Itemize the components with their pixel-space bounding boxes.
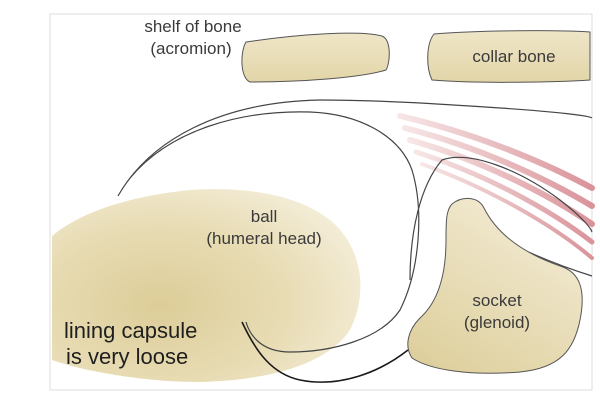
ball-label-line1: ball	[251, 207, 277, 226]
ball-label-line2: (humeral head)	[206, 229, 321, 248]
socket-label-line2: (glenoid)	[464, 313, 530, 332]
socket-label-line1: socket	[472, 291, 521, 310]
collar-bone-shape	[427, 30, 591, 83]
muscle-strands	[397, 113, 595, 260]
diagram-frame	[49, 13, 593, 391]
acromion-label-line2: (acromion)	[150, 39, 231, 58]
capsule-label-line1: lining capsule	[64, 318, 197, 343]
capsule-outer-outline	[117, 99, 593, 197]
collar-bone-label: collar bone	[472, 47, 555, 66]
capsule-inner-outline	[409, 156, 593, 281]
socket-glenoid	[407, 198, 583, 374]
humerus-shaft	[52, 189, 361, 382]
capsule-label-line2: is very loose	[66, 344, 188, 369]
loose-capsule-line	[241, 321, 409, 383]
acromion-shape	[241, 32, 390, 83]
ball-humeral-head	[129, 111, 420, 353]
acromion-label-line1: shelf of bone	[144, 17, 241, 36]
